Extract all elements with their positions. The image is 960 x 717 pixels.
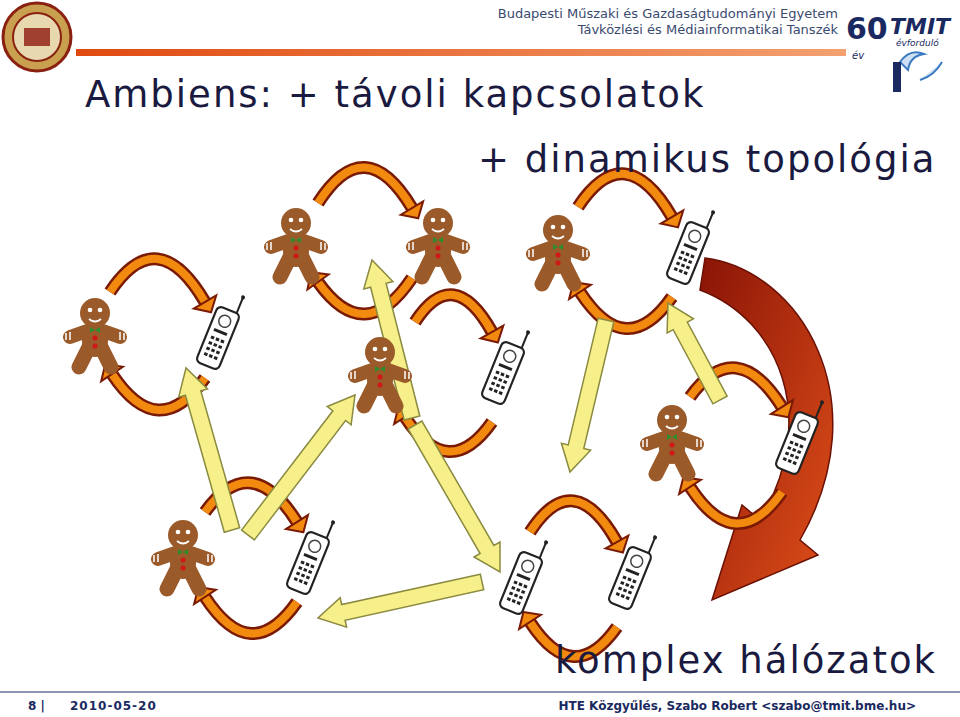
link-arrow <box>408 421 500 572</box>
link-arrow <box>242 395 355 540</box>
logo-text: TMIT <box>890 14 950 39</box>
cycle-arrow <box>415 295 492 332</box>
cycle-arrow <box>690 487 782 524</box>
caption-text: komplex hálózatok <box>555 640 937 683</box>
cycle-arrow <box>110 259 205 302</box>
cycle-arrow <box>580 292 672 329</box>
link-arrow <box>561 318 613 472</box>
cycle-arrow <box>318 167 412 208</box>
link-arrow <box>318 574 484 627</box>
cycle-arrow <box>530 501 617 542</box>
arrow-head <box>771 400 793 417</box>
arrow-head <box>194 295 216 312</box>
arrow-head <box>481 326 504 343</box>
subtitle: + dinamikus topológia <box>478 139 936 182</box>
link-arrow <box>179 368 240 532</box>
arrow-head <box>606 536 629 553</box>
cycle-arrow <box>415 295 492 332</box>
cycle-arrow <box>690 487 782 524</box>
link-arrow <box>667 303 727 404</box>
cycle-arrow <box>580 292 672 329</box>
arrow-head <box>661 210 683 227</box>
department-name: Távközlési és Médiainformatikai Tanszék <box>578 23 838 38</box>
cycle-arrow <box>530 501 617 542</box>
arrow-head <box>286 515 308 532</box>
date-text: 2010-05-20 <box>70 700 157 714</box>
footer-author: HTE Közgyűlés, Szabo Robert <szabo@tmit.… <box>559 700 916 714</box>
cycle-arrow <box>110 259 205 302</box>
arrow-head <box>519 612 541 629</box>
arrow-head <box>401 201 423 218</box>
page-number: 8 | <box>28 700 45 714</box>
logo-subtext: év <box>852 50 864 62</box>
cycle-arrow <box>318 167 412 208</box>
logo-subtext: évforduló <box>896 38 939 48</box>
cycle-arrow <box>205 597 297 634</box>
university-name: Budapesti Műszaki és Gazdaságtudományi E… <box>498 7 838 22</box>
cycle-arrow <box>205 597 297 634</box>
logo-number: 60 <box>846 12 888 47</box>
slide-title: Ambiens: + távoli kapcsolatok <box>85 74 705 117</box>
